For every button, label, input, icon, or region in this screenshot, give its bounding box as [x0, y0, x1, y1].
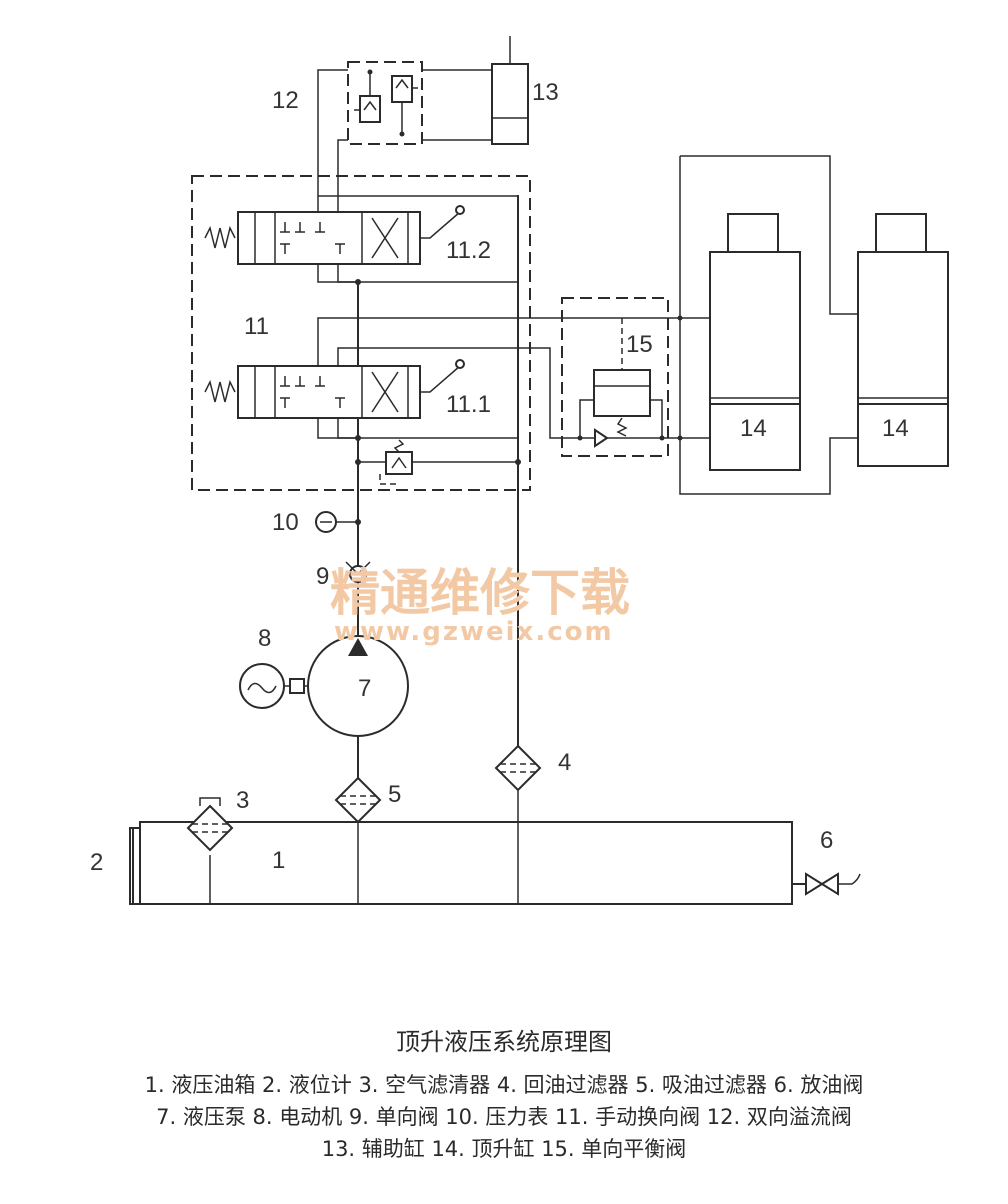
air-filter [186, 797, 234, 852]
directional-valve-11-1 [204, 359, 465, 419]
label-10: 10 [272, 509, 299, 536]
label-11-2: 11.2 [446, 237, 491, 264]
label-8: 8 [258, 625, 271, 652]
legend-line-3: 13. 辅助缸 14. 顶升缸 15. 单向平衡阀 [321, 1137, 687, 1161]
label-12: 12 [272, 87, 299, 114]
hydraulic-schematic: 1 2 3 4 5 6 7 8 9 10 11 11.1 11.2 12 13 … [90, 36, 949, 905]
check-valve [345, 561, 371, 583]
lifting-cylinder-right [857, 213, 949, 467]
label-1: 1 [272, 847, 285, 874]
label-6: 6 [820, 827, 833, 854]
label-14-right: 14 [882, 415, 909, 442]
figure-caption: 顶升液压系统原理图 1. 液压油箱 2. 液位计 3. 空气滤清器 4. 回油过… [0, 1022, 1008, 1165]
label-9: 9 [316, 563, 329, 590]
label-11: 11 [244, 313, 269, 340]
label-14-left: 14 [740, 415, 767, 442]
label-13: 13 [532, 79, 559, 106]
electric-motor [239, 663, 308, 709]
lifting-cylinder-left [709, 213, 801, 471]
oil-tank [129, 790, 793, 905]
label-3: 3 [236, 787, 249, 814]
manual-directional-valve-group [191, 175, 680, 491]
counterbalance-valve [561, 297, 680, 457]
pressure-gauge [315, 511, 361, 533]
directional-valve-11-2 [204, 205, 465, 265]
drain-valve [792, 872, 861, 896]
watermark-url: www.gzweix.com [334, 617, 614, 647]
cylinder-piping [677, 155, 858, 495]
watermark: 精通维修下载 www.gzweix.com [330, 564, 630, 647]
label-4: 4 [558, 749, 571, 776]
label-11-1: 11.1 [446, 391, 491, 418]
label-7: 7 [358, 675, 371, 702]
label-15: 15 [626, 331, 653, 358]
watermark-text: 精通维修下载 [330, 564, 630, 622]
suction-filter [334, 735, 382, 824]
auxiliary-cylinder [422, 36, 529, 145]
dual-relief-valve [317, 61, 423, 212]
label-2: 2 [90, 849, 103, 876]
legend-line-1: 1. 液压油箱 2. 液位计 3. 空气滤清器 4. 回油过滤器 5. 吸油过滤… [144, 1073, 864, 1097]
legend-line-2: 7. 液压泵 8. 电动机 9. 单向阀 10. 压力表 11. 手动换向阀 1… [156, 1105, 852, 1129]
figure-title: 顶升液压系统原理图 [396, 1028, 612, 1056]
label-5: 5 [388, 781, 401, 808]
return-filter [494, 195, 542, 792]
